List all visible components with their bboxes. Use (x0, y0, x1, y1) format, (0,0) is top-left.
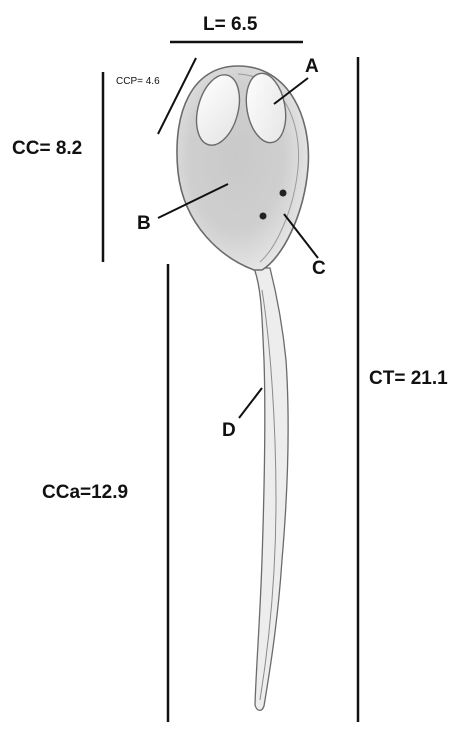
nucleus-lower (260, 213, 267, 220)
part-a-label: A (305, 56, 319, 78)
part-b-label: B (137, 213, 151, 235)
head-length-label: CC= 8.2 (12, 138, 82, 160)
tail-length-label: CCa=12.9 (42, 482, 128, 504)
nucleus-upper (280, 190, 287, 197)
pointer-d (239, 388, 262, 418)
width-label: L= 6.5 (203, 14, 257, 36)
total-length-label: CT= 21.1 (369, 368, 448, 390)
tail (254, 268, 288, 710)
part-c-label: C (312, 258, 326, 280)
head-partial-label: CCP= 4.6 (116, 76, 160, 87)
spore-head (177, 66, 308, 270)
part-d-label: D (222, 420, 236, 442)
